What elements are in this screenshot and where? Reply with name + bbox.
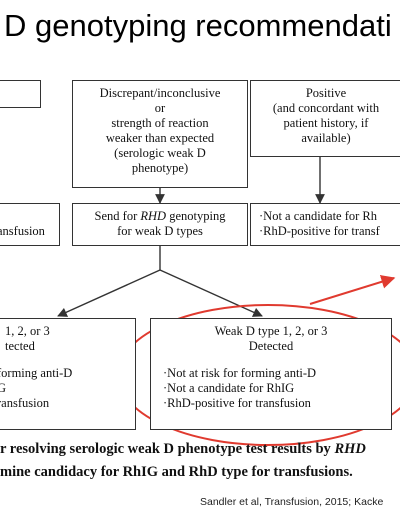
mid-left-text: ansfusion — [0, 224, 45, 238]
genotyping-line-2: for weak D types — [117, 224, 203, 238]
bottom-left-title-1: 1, 2, or 3 — [5, 324, 50, 338]
weak-d-line-1: ·Not at risk for forming anti-D — [163, 366, 317, 380]
flow-box-weak-d-detected: Weak D type 1, 2, or 3 Detected ·Not at … — [150, 318, 392, 430]
arrow-to-bottom-left — [57, 269, 161, 317]
weak-d-title-1: Weak D type 1, 2, or 3 — [214, 324, 328, 338]
positive-line-4: available) — [301, 131, 351, 145]
weak-d-line-2: ·Not a candidate for RhIG — [163, 381, 295, 395]
weak-d-line-3: ·RhD-positive for transfusion — [163, 396, 311, 410]
flow-box-mid-left: ansfusion — [0, 203, 60, 246]
discrepant-line-4: weaker than expected — [105, 131, 215, 145]
weak-d-title-2: Detected — [248, 339, 294, 353]
not-candidate-line-1: ·Not a candidate for Rh — [259, 209, 378, 223]
positive-line-1: Positive — [305, 86, 347, 100]
bottom-left-line-3: ransfusion — [0, 396, 50, 410]
figure-caption-line-2: mine candidacy for RhIG and RhD type for… — [0, 464, 353, 480]
arrow-to-weak-d-detected — [159, 269, 263, 317]
genotyping-suffix: genotyping — [166, 209, 226, 223]
discrepant-line-1: Discrepant/inconclusive — [99, 86, 221, 100]
weak-d-spacer — [163, 354, 391, 366]
discrepant-line-5: (serologic weak D — [114, 146, 206, 160]
discrepant-line-3: strength of reaction — [111, 116, 209, 130]
bottom-left-spacer — [0, 354, 135, 366]
positive-line-3: patient history, if — [283, 116, 369, 130]
discrepant-line-6: phenotype) — [131, 161, 189, 175]
genotyping-prefix: Send for — [94, 209, 141, 223]
bottom-left-line-1: forming anti-D — [0, 366, 73, 380]
citation: Sandler et al, Transfusion, 2015; Kacke — [200, 496, 384, 508]
positive-line-2: (and concordant with — [272, 101, 380, 115]
caption-text: r resolving serologic weak D phenotype t… — [0, 441, 335, 457]
flow-box-positive: Positive (and concordant with patient hi… — [250, 80, 400, 157]
flow-box-send-genotyping: Send for RHD genotyping for weak D types — [72, 203, 248, 246]
not-candidate-line-2: ·RhD-positive for transf — [259, 224, 380, 238]
flow-box-not-candidate: ·Not a candidate for Rh ·RhD-positive fo… — [250, 203, 400, 246]
flow-box-discrepant: Discrepant/inconclusive or strength of r… — [72, 80, 248, 188]
flow-box-bottom-left: 1, 2, or 3 tected forming anti-D G ransf… — [0, 318, 136, 430]
caption-gene: RHD — [334, 441, 366, 457]
discrepant-line-2: or — [154, 101, 166, 115]
flow-box-top-left — [0, 80, 41, 108]
highlight-arrow — [309, 275, 396, 305]
bottom-left-title-2: tected — [5, 339, 35, 353]
genotyping-gene: RHD — [140, 209, 167, 223]
bottom-left-line-2: G — [0, 381, 7, 395]
figure-caption-line-1: r resolving serologic weak D phenotype t… — [0, 440, 366, 458]
slide-title: D genotyping recommendati — [4, 8, 392, 43]
genotyping-line-1: Send for RHD genotyping — [73, 209, 247, 224]
